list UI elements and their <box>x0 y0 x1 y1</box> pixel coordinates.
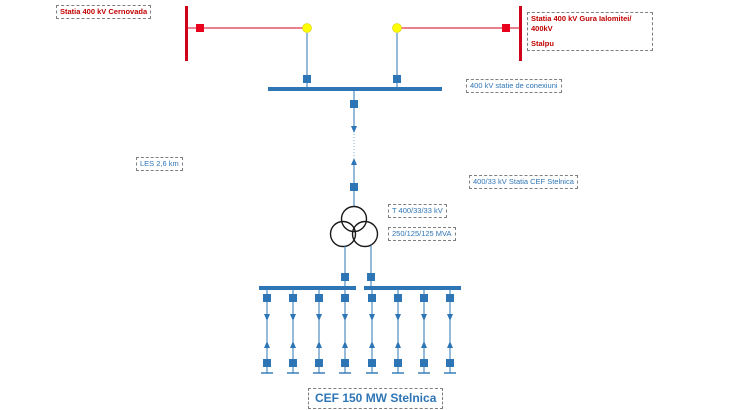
label-cernavoda: Statia 400 kV Cernovada <box>56 5 152 19</box>
label-gura-ialomitei-line1: Statia 400 kV Gura Ialomitei/ 400kV <box>531 14 632 33</box>
feeder-5 <box>366 290 378 374</box>
les-lower-breaker <box>350 183 358 191</box>
lv2-breaker <box>367 273 375 281</box>
transformer-lv1-winding <box>329 220 357 248</box>
feeder-1 <box>261 290 273 374</box>
gura-ialomitei-disconnector <box>392 23 402 33</box>
label-statie-conexiuni: 400 kV statie de conexiuni <box>466 79 562 93</box>
label-gura-ialomitei: Statia 400 kV Gura Ialomitei/ 400kV Stal… <box>527 12 653 51</box>
busbar-33kv-left <box>259 286 356 290</box>
transformer-lv2-winding <box>351 220 379 248</box>
feeder-6 <box>392 290 404 374</box>
gura-ialomitei-busbar <box>519 6 522 61</box>
les-arrow-down <box>351 126 357 133</box>
cernavoda-busbar <box>185 6 188 61</box>
feeder-gura-breaker <box>393 75 401 83</box>
feeder-8 <box>444 290 456 374</box>
label-transformer-rating: 250/125/125 MVA <box>388 227 456 241</box>
gura-ialomitei-breaker <box>502 24 510 32</box>
feeder-7 <box>418 290 430 374</box>
lv1-breaker <box>341 273 349 281</box>
les-arrow-up <box>351 158 357 165</box>
feeder-4 <box>339 290 351 374</box>
feeder-3 <box>313 290 325 374</box>
label-statia-cef: 400/33 kV Statia CEF Stelnica <box>469 175 578 189</box>
les-upper-breaker <box>350 100 358 108</box>
transformer-hv-winding <box>340 205 368 233</box>
label-les: LES 2,6 km <box>136 157 183 171</box>
label-gura-ialomitei-line2: Stalpu <box>531 39 554 48</box>
cernavoda-disconnector <box>302 23 312 33</box>
busbar-400kv <box>268 87 442 91</box>
feeder-2 <box>287 290 299 374</box>
cernavoda-breaker <box>196 24 204 32</box>
feeder-cernavoda-breaker <box>303 75 311 83</box>
busbar-33kv-right <box>364 286 461 290</box>
label-transformer-type: T 400/33/33 kV <box>388 204 447 218</box>
diagram-title: CEF 150 MW Stelnica <box>308 388 444 409</box>
